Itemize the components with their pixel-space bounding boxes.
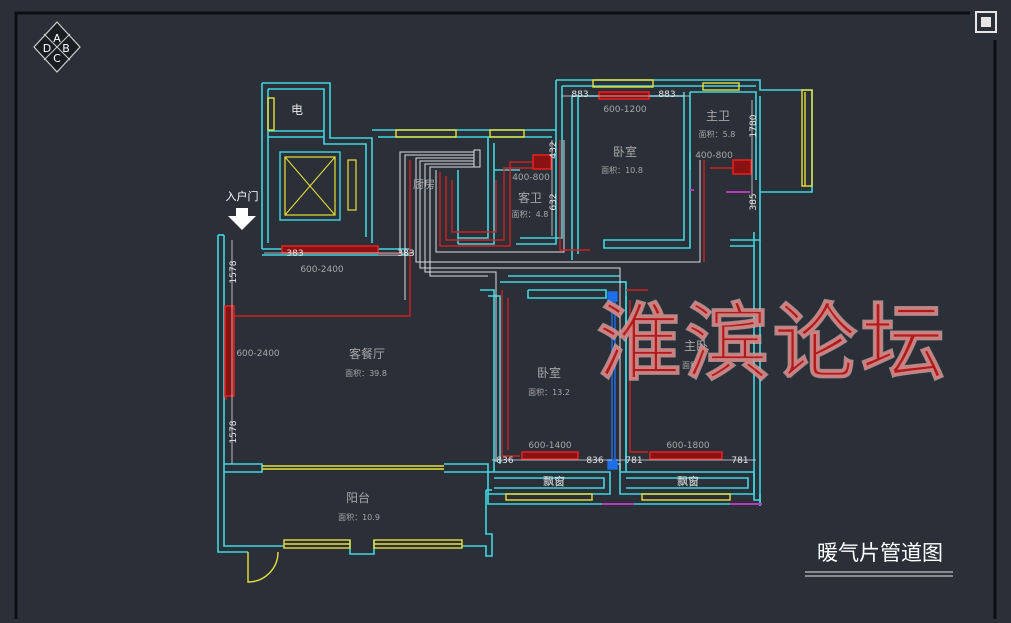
room-living-label: 客餐厅 <box>349 346 385 361</box>
radiator-guest-bath <box>532 154 552 170</box>
pipe-bundle <box>399 140 701 470</box>
master-bedroom-heater-label: 600-1800 <box>666 441 710 451</box>
dimension-labels: 383 383 883 883 432 632 1780 385 1578 15… <box>229 90 759 466</box>
dim-385: 385 <box>749 193 759 210</box>
radiators <box>224 91 752 460</box>
living-heater-top-label: 600-2400 <box>300 265 344 275</box>
bedroom-top-heater-label: 600-1200 <box>603 105 647 115</box>
radiator-bedroom-top <box>598 91 650 100</box>
balcony-area: 面积：10.9 <box>338 512 380 522</box>
bedroom-top-area: 面积：10.8 <box>601 165 643 175</box>
entrance-label: 入户门 <box>226 189 259 203</box>
dimension-lines <box>231 95 756 464</box>
logo-letter-a: A <box>53 32 61 45</box>
dim-836-right: 836 <box>586 456 603 466</box>
dim-632: 632 <box>549 193 559 210</box>
entrance-arrow-icon <box>228 208 256 230</box>
living-area: 面积：39.8 <box>345 368 387 378</box>
dim-383-right: 383 <box>397 249 414 259</box>
room-kitchen-label: 厨房 <box>413 178 435 191</box>
room-bedroom-top-label: 卧室 <box>613 144 637 159</box>
room-electrical-label: 电 <box>291 103 303 117</box>
logo: A B C D <box>33 21 81 73</box>
master-bath-area: 面积：5.8 <box>699 129 736 139</box>
dim-781-right: 781 <box>731 456 748 466</box>
living-heater-left-label: 600-2400 <box>236 349 280 359</box>
dim-432: 432 <box>549 141 559 158</box>
watermark-text: 淮滨论坛 <box>597 294 949 392</box>
caption: 暖气片管道图 <box>805 541 953 577</box>
room-guest-bath-label: 客卫 <box>518 190 542 205</box>
room-balcony-label: 阳台 <box>346 490 370 505</box>
dim-1578-bottom: 1578 <box>229 420 239 443</box>
dim-1578-top: 1578 <box>229 260 239 283</box>
dim-883-left: 883 <box>571 90 588 100</box>
radiator-living-left <box>224 305 235 397</box>
radiator-master-bedroom <box>649 451 723 460</box>
guest-bath-heater-label: 400-800 <box>512 173 550 183</box>
logo-letter-d: D <box>43 42 51 55</box>
entrance-marker: 入户门 <box>226 189 259 230</box>
dim-383-left: 383 <box>286 249 303 259</box>
guest-bath-area: 面积：4.8 <box>512 209 549 219</box>
logo-letter-c: C <box>53 52 61 65</box>
window-corner-icon[interactable] <box>975 11 997 33</box>
dim-1780: 1780 <box>749 114 759 137</box>
room-master-bedroom-label: 主卧 <box>684 339 708 353</box>
room-master-bath-label: 主卫 <box>706 109 730 123</box>
bay-window-label-2: 飘窗 <box>677 474 699 488</box>
drawing-frame <box>14 11 997 619</box>
dim-836-left: 836 <box>496 456 513 466</box>
dim-781-left: 781 <box>625 456 642 466</box>
bay-window-label-1: 飘窗 <box>543 474 565 488</box>
windows <box>247 79 813 583</box>
bedroom-mid-heater-label: 600-1400 <box>528 441 572 451</box>
radiator-bedroom-mid <box>521 451 579 460</box>
elevator <box>279 151 357 221</box>
dim-883-right: 883 <box>658 90 675 100</box>
drawing-title: 暖气片管道图 <box>817 541 943 565</box>
purple-marks <box>602 189 762 505</box>
master-bath-heater-label: 400-800 <box>695 151 733 161</box>
bedroom-mid-area: 面积：13.2 <box>528 387 570 397</box>
logo-letter-b: B <box>62 42 70 55</box>
pipes-blue <box>607 291 618 470</box>
radiator-master-bath <box>732 159 752 175</box>
room-labels: 电 厨房 400-800 客卫 面积：4.8 600-1200 卧室 面积：10… <box>236 103 735 522</box>
master-bedroom-area: 面积 <box>682 360 698 370</box>
room-bedroom-mid-label: 卧室 <box>537 365 561 380</box>
